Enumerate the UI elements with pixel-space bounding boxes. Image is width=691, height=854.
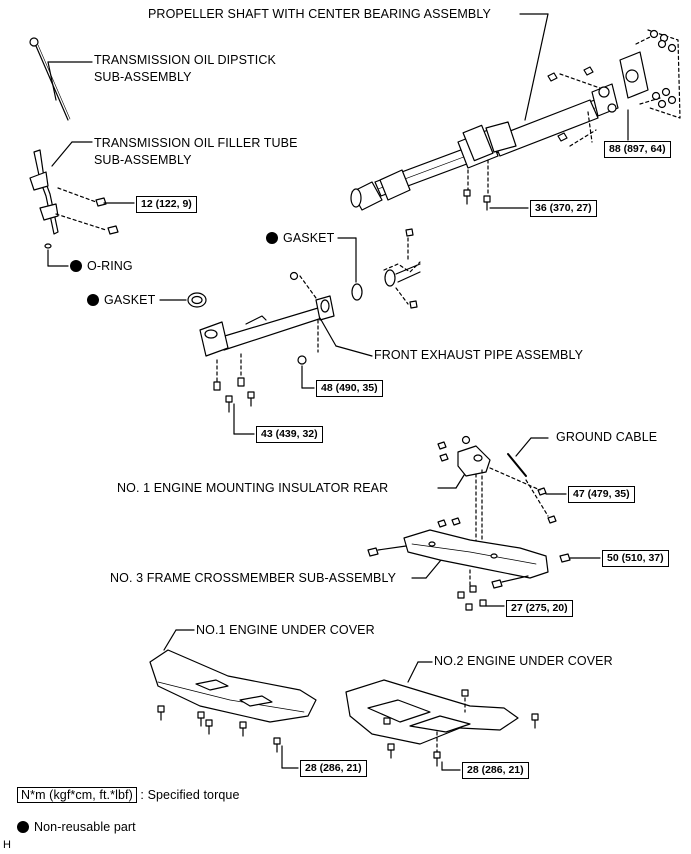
- crossmember-drawing: [367, 517, 601, 611]
- torque-box-48: 48 (490, 35): [316, 380, 383, 397]
- legend-non-reusable-text: Non-reusable part: [34, 820, 136, 834]
- label-filler-line1: TRANSMISSION OIL FILLER TUBE: [94, 136, 298, 150]
- label-gasket-left: GASKET: [87, 293, 155, 308]
- non-reusable-dot-icon: [266, 232, 278, 244]
- label-dipstick-line1: TRANSMISSION OIL DIPSTICK: [94, 53, 276, 67]
- gasket-left-drawing: [159, 292, 207, 308]
- exhaust-pipe-drawing: [199, 228, 421, 435]
- torque-box-88: 88 (897, 64): [604, 141, 671, 158]
- legend-torque: N*m (kgf*cm, ft.*lbf) : Specified torque: [17, 787, 240, 803]
- label-front-exhaust: FRONT EXHAUST PIPE ASSEMBLY: [374, 348, 584, 362]
- filler-tube-drawing: [29, 141, 135, 267]
- torque-box-50: 50 (510, 37): [602, 550, 669, 567]
- non-reusable-dot-icon: [70, 260, 82, 272]
- under-cover-1-drawing: [149, 629, 317, 769]
- label-gasket-upper-text: GASKET: [283, 231, 335, 245]
- label-under-cover-1: NO.1 ENGINE UNDER COVER: [196, 623, 375, 637]
- label-dipstick-line2: SUB-ASSEMBLY: [94, 70, 192, 84]
- torque-box-28-cover1: 28 (286, 21): [300, 760, 367, 777]
- label-ground-cable: GROUND CABLE: [556, 430, 658, 444]
- torque-box-12: 12 (122, 9): [136, 196, 197, 213]
- non-reusable-dot-icon: [87, 294, 99, 306]
- corner-code: H: [3, 839, 12, 851]
- legend-non-reusable: Non-reusable part: [17, 820, 136, 835]
- label-filler-line2: SUB-ASSEMBLY: [94, 153, 192, 167]
- torque-box-27: 27 (275, 20): [506, 600, 573, 617]
- label-o-ring-text: O-RING: [87, 259, 133, 273]
- label-gasket-left-text: GASKET: [104, 293, 156, 307]
- label-propeller-shaft: PROPELLER SHAFT WITH CENTER BEARING ASSE…: [148, 7, 491, 21]
- torque-box-47: 47 (479, 35): [568, 486, 635, 503]
- label-mounting-insulator: NO. 1 ENGINE MOUNTING INSULATOR REAR: [117, 481, 389, 495]
- non-reusable-dot-icon: [17, 821, 29, 833]
- torque-box-43: 43 (439, 32): [256, 426, 323, 443]
- torque-box-36: 36 (370, 27): [530, 200, 597, 217]
- legend-torque-unit: N*m (kgf*cm, ft.*lbf): [17, 787, 137, 803]
- label-gasket-upper: GASKET: [266, 231, 334, 246]
- dipstick-drawing: [29, 37, 93, 121]
- propeller-shaft-drawing: [350, 13, 681, 211]
- label-frame-crossmember: NO. 3 FRAME CROSSMEMBER SUB-ASSEMBLY: [110, 571, 397, 585]
- torque-box-28-cover2: 28 (286, 21): [462, 762, 529, 779]
- under-cover-2-drawing: [345, 661, 539, 771]
- label-under-cover-2: NO.2 ENGINE UNDER COVER: [434, 654, 613, 668]
- legend-torque-desc: : Specified torque: [140, 788, 240, 802]
- label-o-ring: O-RING: [70, 259, 133, 274]
